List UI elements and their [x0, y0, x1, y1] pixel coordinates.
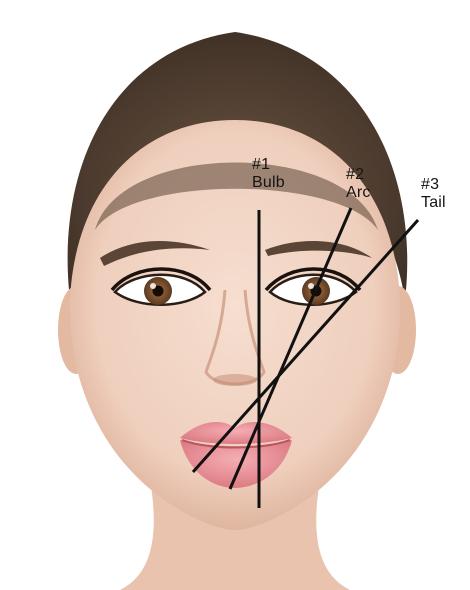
- annotation-bulb-number: #1: [252, 156, 285, 174]
- annotation-bulb: #1 Bulb: [252, 156, 285, 192]
- annotation-arc-number: #2: [346, 166, 371, 184]
- nostrils: [213, 374, 257, 386]
- annotation-tail: #3 Tail: [421, 176, 446, 212]
- annotation-arc: #2 Arc: [346, 166, 371, 202]
- annotation-bulb-name: Bulb: [252, 174, 285, 192]
- annotation-tail-name: Tail: [421, 194, 446, 212]
- annotation-tail-number: #3: [421, 176, 446, 194]
- annotation-arc-name: Arc: [346, 184, 371, 202]
